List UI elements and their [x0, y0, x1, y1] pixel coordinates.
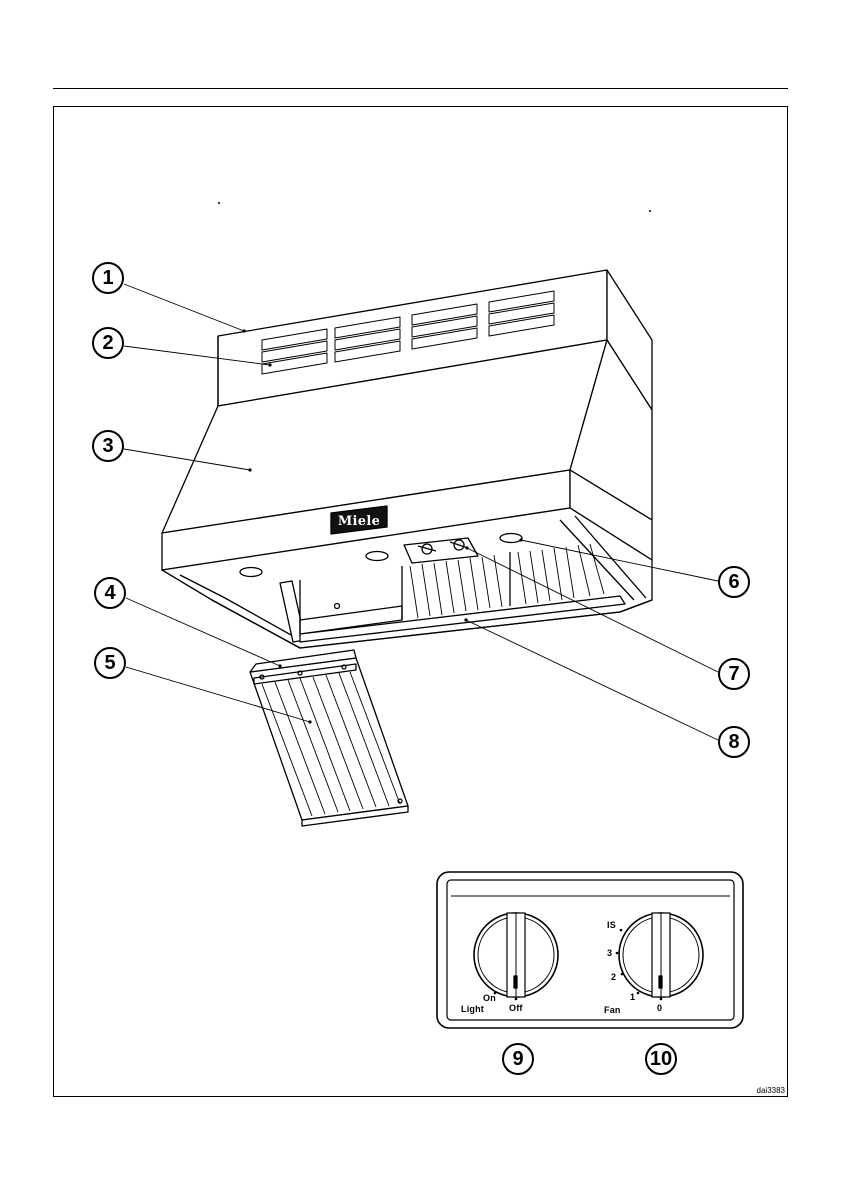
brand-logo: Miele — [331, 510, 387, 532]
fan-position-0: 0 — [657, 1003, 662, 1013]
callout-2: 2 — [92, 327, 124, 359]
fan-position-3: 3 — [607, 948, 612, 958]
grease-filter — [250, 650, 408, 826]
light-position-off: Off — [509, 1003, 523, 1013]
fan-position-is: IS — [607, 920, 616, 930]
light-position-on: On — [483, 993, 496, 1003]
callout-7: 7 — [718, 658, 750, 690]
drawing-code: dai3383 — [757, 1086, 785, 1095]
fan-dial-label: Fan — [604, 1005, 621, 1015]
fan-position-2: 2 — [611, 972, 616, 982]
callout-3: 3 — [92, 430, 124, 462]
callout-9: 9 — [502, 1043, 534, 1075]
callout-4: 4 — [94, 577, 126, 609]
callout-6: 6 — [718, 566, 750, 598]
callout-1: 1 — [92, 262, 124, 294]
callout-10: 10 — [645, 1043, 677, 1075]
light-dial-label: Light — [461, 1004, 484, 1014]
light-knob[interactable] — [474, 913, 558, 997]
callout-5: 5 — [94, 647, 126, 679]
fan-position-1: 1 — [630, 992, 635, 1002]
callout-8: 8 — [718, 726, 750, 758]
fan-knob[interactable] — [619, 913, 703, 997]
